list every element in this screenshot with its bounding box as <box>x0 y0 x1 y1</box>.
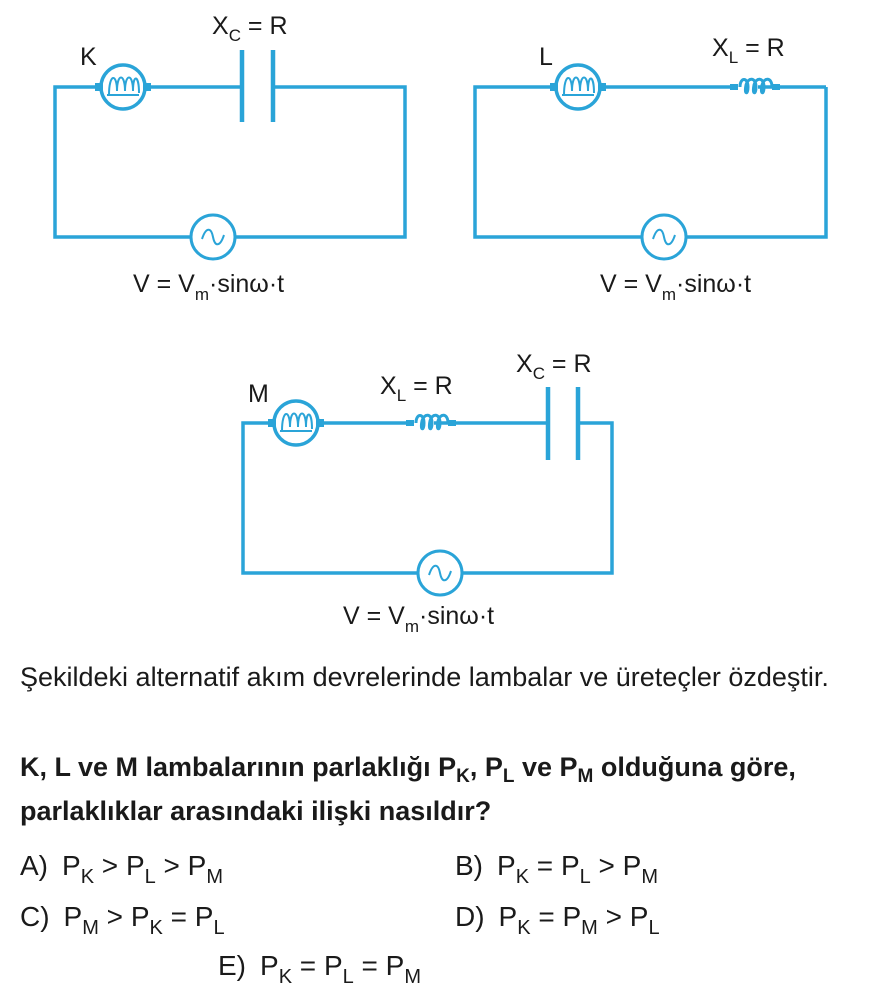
option-subscript: M <box>206 866 224 888</box>
reactance-label: XL = R <box>712 34 785 67</box>
capacitor-icon <box>545 387 581 460</box>
option-c[interactable]: C) PM > PK = PL <box>20 901 225 939</box>
lamp-l-icon <box>548 63 608 111</box>
option-letter: E) <box>218 950 246 981</box>
option-e[interactable]: E)PK = PL = PM <box>218 950 422 988</box>
lamp-label-k: K <box>80 43 97 71</box>
option-term: > P <box>597 901 649 932</box>
option-term: = P <box>530 901 582 932</box>
lamp-k-icon <box>93 63 153 111</box>
option-subscript: L <box>648 917 660 939</box>
inductor-icon <box>404 413 458 431</box>
option-subscript: M <box>641 866 659 888</box>
option-term: > P <box>94 850 145 881</box>
option-term: P <box>62 850 81 881</box>
ac-source-icon <box>416 549 464 597</box>
option-subscript: L <box>579 866 591 888</box>
source-formula: V = Vm·sinω·t <box>343 602 495 636</box>
circuit-k <box>53 50 407 261</box>
wire <box>53 85 407 239</box>
option-term: P <box>497 850 516 881</box>
option-letter: A) <box>20 850 48 881</box>
circuit-m <box>241 387 614 597</box>
option-term: P <box>498 901 518 932</box>
reactance-label: XC = R <box>212 12 288 45</box>
option-subscript: L <box>213 917 225 939</box>
lamp-label-l: L <box>539 43 553 71</box>
ac-source-icon <box>189 213 237 261</box>
option-subscript: K <box>517 917 531 939</box>
option-term: = P <box>529 850 580 881</box>
circuit-diagrams <box>53 50 828 597</box>
option-subscript: K <box>278 966 293 988</box>
ac-source-icon <box>640 213 688 261</box>
option-subscript: L <box>144 866 156 888</box>
option-subscript: K <box>149 917 163 939</box>
option-d[interactable]: D) PK = PM > PL <box>455 901 660 939</box>
option-term: P <box>260 950 279 981</box>
option-subscript: K <box>80 866 95 888</box>
option-b[interactable]: B) PK = PL > PM <box>455 850 659 888</box>
option-term: > P <box>98 901 150 932</box>
option-letter: D) <box>455 901 485 932</box>
option-subscript: M <box>82 917 99 939</box>
source-formula: V = Vm·sinω·t <box>133 270 285 304</box>
option-a[interactable]: A)PK > PL > PM <box>20 850 224 888</box>
lamp-m-icon <box>266 399 326 447</box>
problem-statement: Şekildeki alternatif akım devrelerinde l… <box>20 662 829 692</box>
option-term: P <box>63 901 83 932</box>
wire <box>473 85 828 239</box>
source-formula: V = Vm·sinω·t <box>600 270 752 304</box>
question-text: K, L ve M lambalarının parlaklığı PK, PL… <box>20 752 796 826</box>
option-term: = P <box>292 950 343 981</box>
lamp-label-m: M <box>248 380 269 408</box>
circuit-l <box>473 63 828 261</box>
option-letter: C) <box>20 901 50 932</box>
option-term: = P <box>162 901 214 932</box>
option-subscript: L <box>342 966 354 988</box>
option-term: = P <box>353 950 405 981</box>
option-letter: B) <box>455 850 483 881</box>
reactance-label: XC = R <box>516 350 592 383</box>
option-subscript: M <box>581 917 598 939</box>
reactance-label: XL = R <box>380 372 453 405</box>
option-term: > P <box>590 850 642 881</box>
capacitor-icon <box>239 50 276 122</box>
option-subscript: K <box>515 866 530 888</box>
inductor-icon <box>728 77 782 95</box>
option-subscript: M <box>404 966 422 988</box>
option-term: > P <box>155 850 207 881</box>
